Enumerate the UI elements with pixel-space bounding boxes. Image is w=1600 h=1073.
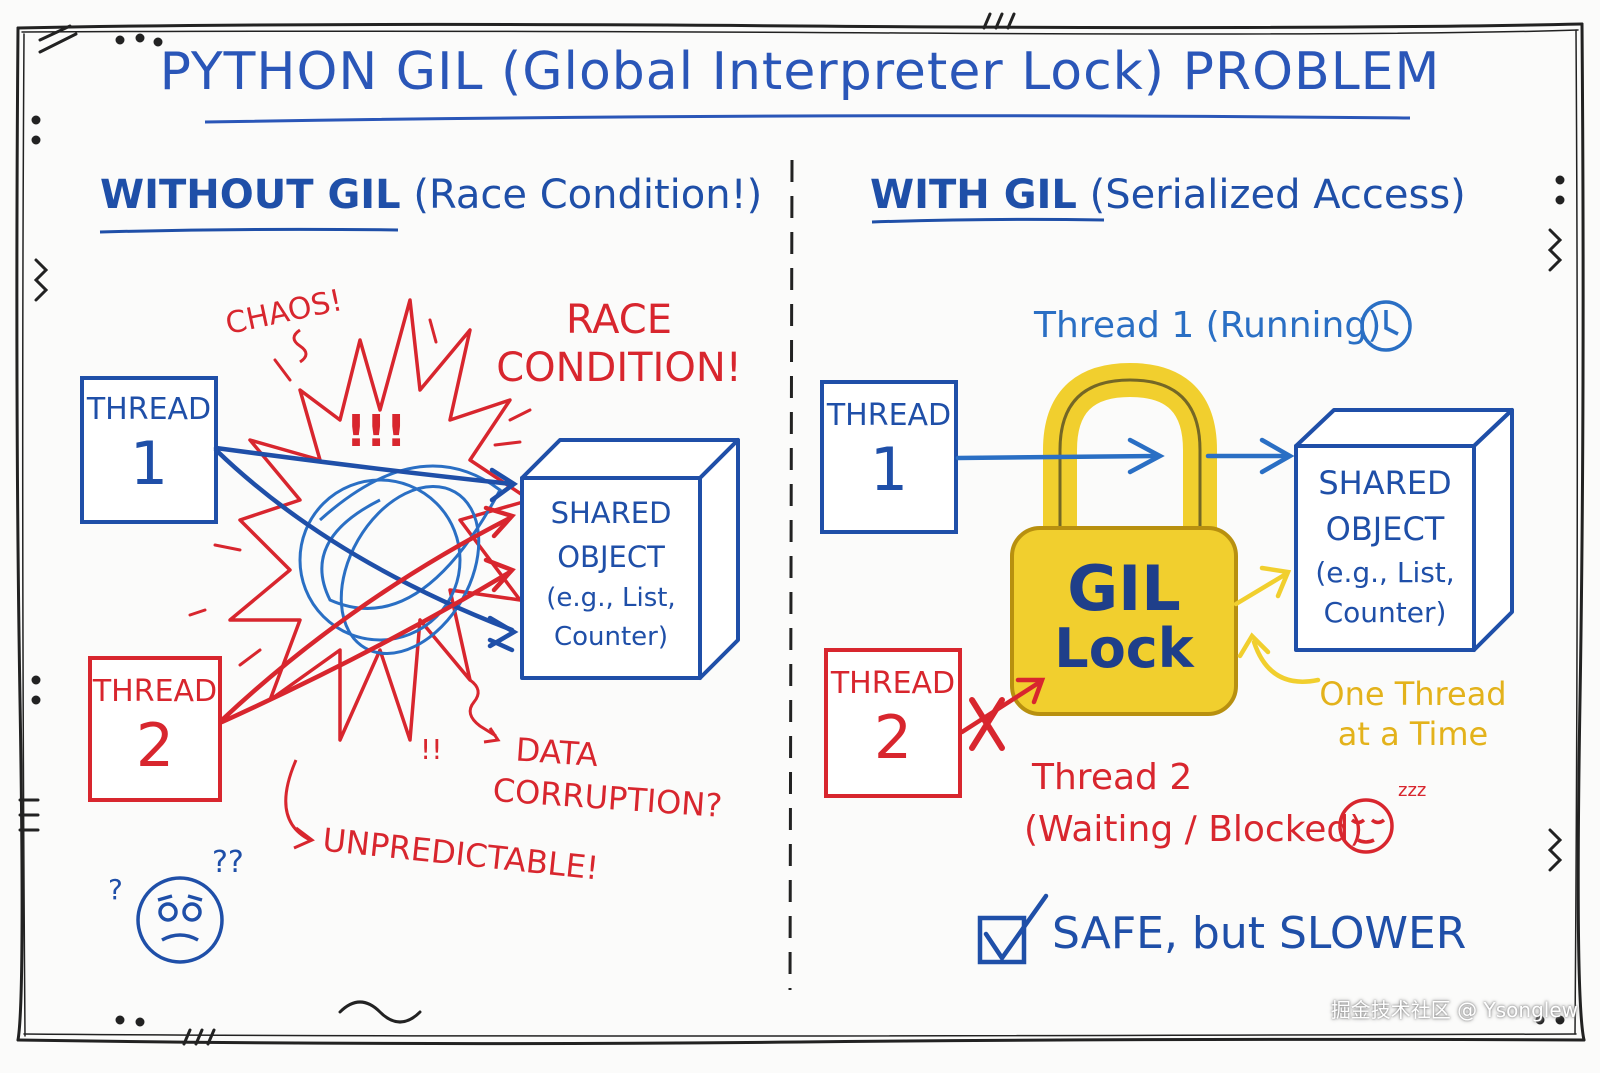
question-single: ? [108, 873, 123, 906]
zzz-label: zzz [1398, 780, 1427, 801]
center-divider [788, 159, 794, 991]
left-heading-main: WITHOUT GIL [100, 172, 401, 218]
data-corruption-label: DATA CORRUPTION? [491, 728, 726, 827]
spark-marks [188, 318, 532, 667]
thread1-right-num: 1 [869, 434, 909, 505]
one-thread-line2: at a Time [1337, 715, 1489, 753]
clock-icon [1360, 300, 1412, 352]
page-title: PYTHON GIL (Global Interpreter Lock) PRO… [159, 42, 1441, 102]
sleepy-face-icon [1338, 798, 1394, 854]
thread2-right-num: 2 [873, 702, 913, 773]
shared-left-line3: (e.g., List, [546, 583, 676, 613]
frame-doodles [18, 12, 1565, 1046]
thread2-right-label: THREAD [830, 666, 956, 701]
board-frame [15, 22, 1586, 1046]
left-arrows [213, 445, 515, 725]
shared-right-line1: SHARED [1318, 464, 1452, 502]
check-box-icon [977, 893, 1049, 965]
lock-to-object-arrows [1233, 565, 1321, 684]
shared-object-right: SHARED OBJECT (e.g., List, Counter) [1296, 460, 1474, 634]
thread2-box-left [88, 656, 222, 802]
thread2-right: THREAD 2 [826, 668, 960, 768]
shared-right-line2: OBJECT [1325, 510, 1445, 549]
gil-lock-label: GIL Lock [1012, 556, 1236, 678]
left-heading-sub: (Race Condition!) [413, 172, 763, 218]
shared-left-line2: OBJECT [557, 539, 665, 574]
thread1-left-num: 1 [129, 428, 169, 499]
shared-object-cube-right [1294, 408, 1514, 652]
thread1-left-label: THREAD [86, 392, 212, 427]
right-arrows [955, 437, 1295, 475]
right-heading-sub: (Serialized Access) [1089, 172, 1466, 218]
tangle-lines [298, 464, 502, 656]
bang-small-label: !! [420, 733, 443, 766]
thread1-box-right [820, 380, 958, 534]
gil-lock-line2: Lock [1054, 617, 1194, 681]
thread1-left: THREAD 1 [82, 394, 216, 494]
shared-left-line1: SHARED [550, 496, 672, 530]
question-marks: ?? [212, 845, 244, 880]
thread2-waiting-line2: (Waiting / Blocked) [1024, 809, 1364, 851]
shared-object-left: SHARED OBJECT (e.g., List, Counter) [522, 492, 700, 657]
thread1-box-left [80, 376, 218, 524]
confused-face-icon [136, 876, 224, 964]
thread1-running-label: Thread 1 (Running) [1034, 305, 1382, 346]
shared-object-cube-left [520, 438, 740, 680]
thread1-right: THREAD 1 [822, 400, 956, 500]
gil-lock-line1: GIL [1067, 552, 1181, 625]
race-line2: CONDITION! [496, 345, 742, 391]
thread2-waiting-label: Thread 2 (Waiting / Blocked) [1024, 752, 1363, 856]
race-line1: RACE [565, 297, 673, 343]
shared-left-line4: Counter) [553, 622, 669, 652]
one-thread-line1: One Thread [1319, 675, 1507, 713]
title-underline [204, 114, 1411, 124]
thread2-left-label: THREAD [92, 674, 218, 709]
one-thread-label: One Thread at a Time [1318, 674, 1508, 754]
thread2-left: THREAD 2 [90, 676, 220, 776]
shared-right-line4: Counter) [1323, 596, 1447, 630]
thread2-left-num: 2 [135, 710, 175, 781]
race-condition-label: RACE CONDITION! [494, 296, 744, 392]
thread2-waiting-line1: Thread 2 [1032, 757, 1193, 798]
padlock-icon [1010, 362, 1238, 716]
watermark: 掘金技术社区 @ Ysonglew [1330, 998, 1578, 1022]
right-heading-main: WITH GIL [870, 172, 1077, 218]
blocked-arrow [959, 677, 1046, 751]
shared-right-line3: (e.g., List, [1315, 555, 1455, 589]
right-heading: WITH GIL (Serialized Access) [870, 175, 1466, 215]
bang-label: !!! [346, 406, 407, 457]
left-heading: WITHOUT GIL (Race Condition!) [100, 175, 762, 215]
left-arrowheads [483, 467, 519, 653]
thread2-box-right [824, 648, 962, 798]
safe-but-slower-label: SAFE, but SLOWER [1052, 908, 1467, 959]
thread1-right-label: THREAD [826, 398, 952, 433]
